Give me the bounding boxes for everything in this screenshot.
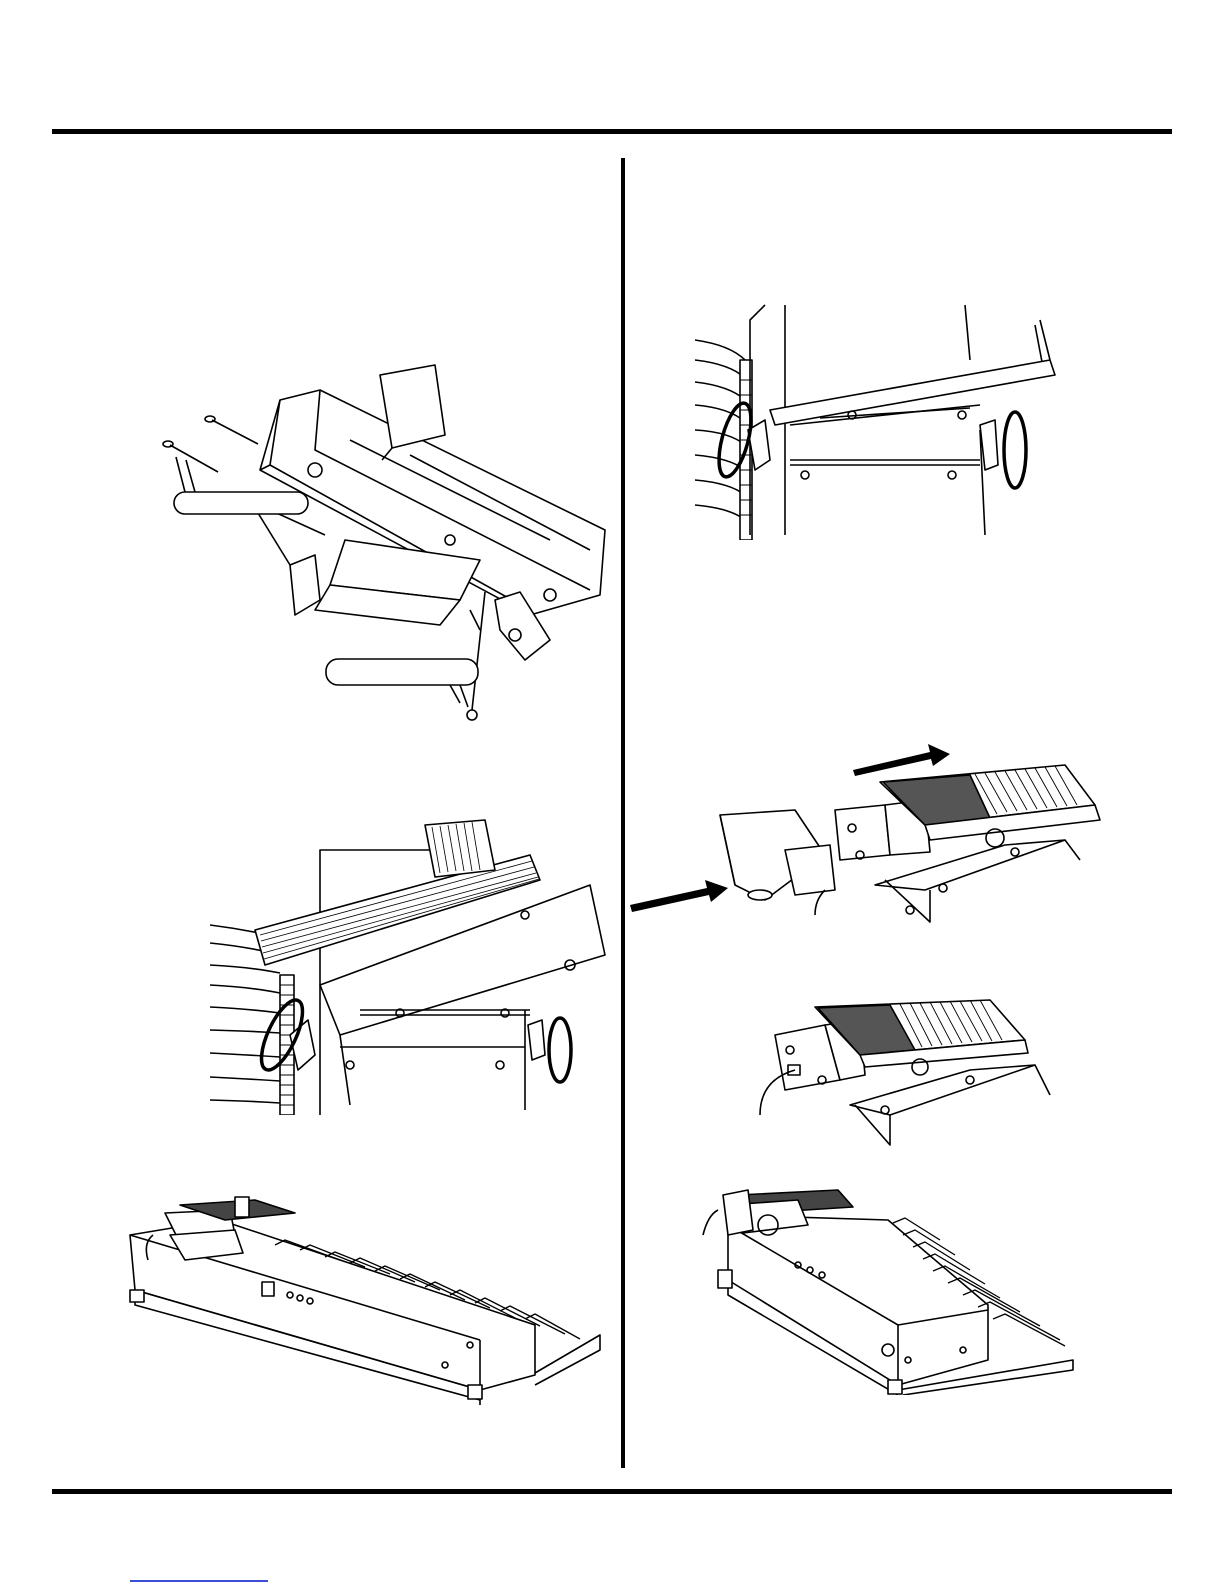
footer-rule: [52, 1489, 1172, 1494]
assembled-pedalboard-left-illustration: [125, 1195, 615, 1420]
header-rule: [52, 129, 1172, 134]
callout-lower-screw: [320, 655, 485, 715]
assembled-pedalboard-right-illustration: [698, 1185, 1088, 1395]
pedal-with-bracket-illustration: [750, 995, 1060, 1155]
bracket-slide-illustration: [625, 740, 1105, 940]
side-mount-closeup-illustration: [690, 300, 1080, 540]
callout-upper-screws: [160, 455, 320, 520]
pedal-mount-side-illustration: [210, 815, 620, 1115]
footer-link[interactable]: [130, 1580, 268, 1582]
